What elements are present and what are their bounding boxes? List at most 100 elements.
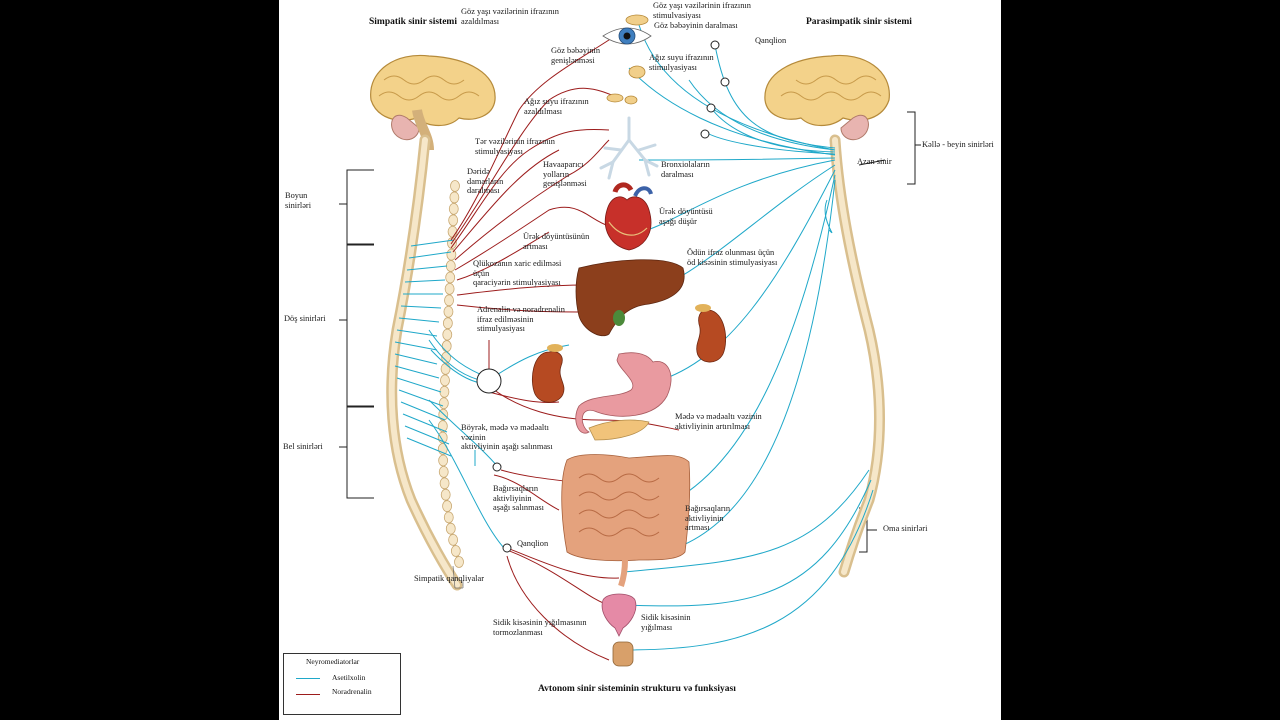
salivary-gland-2 xyxy=(606,93,624,103)
chain-ganglion-bead xyxy=(441,340,452,352)
bracket-thoracic xyxy=(346,244,374,407)
chain-ganglion-bead xyxy=(441,351,452,364)
ganglion-mid xyxy=(492,462,502,472)
right-spinal-cord-inner xyxy=(832,137,883,575)
parasympathetic-title: Parasimpatik sinir sistemi xyxy=(806,17,912,27)
salivary-gland-3 xyxy=(624,95,638,105)
label-vagus: Azan sinir xyxy=(857,157,892,166)
chain-ganglion-bead xyxy=(445,522,456,535)
chain-ganglion-bead xyxy=(454,556,464,568)
intestines xyxy=(561,454,691,587)
chain-ganglion-bead xyxy=(439,477,450,490)
brackets xyxy=(339,111,921,553)
legend-title: Neyromediatorlar xyxy=(306,657,360,666)
chain-ganglion-bead xyxy=(447,225,458,238)
label-sympathetic-ganglia: Simpatik qanqliyalar xyxy=(414,574,485,583)
bracket-lumbar xyxy=(346,406,374,499)
right-adrenal xyxy=(695,304,711,312)
label-airways-dilate: Havaaparıcı yolların genişlənməsi xyxy=(543,160,587,189)
label-kidney-stomach-reduce: Böyrək, mədə və mədəaltı vəzinin aktivli… xyxy=(461,423,553,452)
chain-ganglion-bead xyxy=(444,283,455,295)
label-cranial-nerves: Kəllə - beyin sinirləri xyxy=(922,140,994,149)
chain-ganglion-bead xyxy=(444,294,454,307)
lacrimal-gland xyxy=(625,14,649,26)
label-pupil-constrict: Göz bəbəyinin daralması xyxy=(654,21,738,30)
chain-ganglion-bead xyxy=(440,363,451,375)
label-bile: Ödün ifraz olunması üçün öd kisəsinin st… xyxy=(687,248,778,267)
reproductive-organ xyxy=(612,641,634,667)
stomach xyxy=(575,352,672,434)
label-sweat-stim: Tər vəzilərinin ifrazının stimulyasiyası xyxy=(475,137,555,156)
ganglion-eye xyxy=(710,40,720,50)
label-lumbar: Bel sinirləri xyxy=(283,442,323,451)
chain-ganglion-bead xyxy=(442,500,452,512)
label-sacral: Oma sinirləri xyxy=(883,524,928,533)
label-connectors xyxy=(452,565,464,589)
liver xyxy=(575,259,685,337)
label-eye-secretion-stim: Göz yaşı vəzilərinin ifrazının stimulvas… xyxy=(653,1,751,20)
ganglion-low xyxy=(502,543,512,553)
chain-ganglion-bead xyxy=(450,180,460,192)
pancreas xyxy=(588,419,650,441)
chain-ganglion-bead xyxy=(439,385,450,398)
right-kidney xyxy=(696,309,726,363)
left-kidney xyxy=(532,351,565,403)
chain-ganglion-bead xyxy=(448,533,459,546)
chain-ganglion-bead xyxy=(438,454,449,467)
chain-ganglion-bead xyxy=(445,260,456,272)
organs xyxy=(532,14,726,667)
chain-ganglion-bead xyxy=(445,271,456,284)
label-bladder-contract: Sidik kisəsinin yığılması xyxy=(641,613,691,632)
label-saliva-reduce: Ağız suyu ifrazının azaldılması xyxy=(524,97,589,116)
label-saliva-stim: Ağız suyu ifrazının stimulyasiyası xyxy=(649,53,714,72)
celiac-ganglion xyxy=(476,368,502,394)
chain-ganglion-bead xyxy=(440,374,450,387)
chain-ganglion-bead xyxy=(450,545,461,557)
chain-ganglion-bead xyxy=(442,317,453,330)
legend-line-noradrenaline xyxy=(296,694,320,695)
chain-ganglion-bead xyxy=(448,214,459,227)
left-adrenal xyxy=(547,344,563,352)
label-heart-rate-up: Ürək döyüntüsünün artması xyxy=(523,232,590,251)
sympathetic-chain xyxy=(437,180,464,568)
anatomy-diagram xyxy=(339,14,921,667)
label-bladder-inhibit: Sidik kisəsinin yığılmasının tormozlanma… xyxy=(493,618,587,637)
chain-ganglion-bead xyxy=(438,397,449,410)
label-intestine-increase: Bağırsaqların aktivliyinin artması xyxy=(685,504,731,533)
right-brain xyxy=(764,54,890,141)
chain-ganglion-bead xyxy=(443,511,454,524)
diagram-canvas: Simpatik sinir sistemi Parasimpatik sini… xyxy=(279,0,1001,720)
noradrenaline-pathways xyxy=(450,35,680,661)
label-intestine-reduce: Bağırsaqların aktivliyinin aşağı salınma… xyxy=(493,484,544,513)
label-heart-rate-down: Ürək döyüntüsü aşağı düşür xyxy=(659,207,713,226)
ganglia xyxy=(476,40,730,553)
label-adrenaline: Adrenalin və noradrenalin ifraz edilməsi… xyxy=(477,305,565,334)
left-spinal-cord-inner xyxy=(388,137,460,588)
bracket-cervical xyxy=(346,169,374,245)
vagus-pointer xyxy=(858,159,886,166)
chain-ganglion-bead xyxy=(443,305,454,318)
ganglion-saliva xyxy=(720,77,730,87)
label-ganglion-bottom: Qanqlion xyxy=(517,539,549,548)
label-stomach-increase: Mədə və mədəaltı vəzinin aktivliyinin ar… xyxy=(675,412,762,431)
label-pupil-dilate: Göz bəbəyinin genişlənməsi xyxy=(551,46,601,65)
chain-ganglion-bead xyxy=(448,202,459,215)
bronchial-tree xyxy=(599,116,659,180)
heart xyxy=(604,182,653,251)
chain-ganglion-bead xyxy=(442,328,453,341)
ganglion-heart-area xyxy=(706,103,716,113)
bracket-cranial xyxy=(907,111,916,185)
figure-caption: Avtonom sinir sisteminin strukturu və fu… xyxy=(538,684,736,694)
acetylcholine-pathways xyxy=(394,24,874,651)
label-glucose: Qlükozanın xaric edilməsi üçün qaraciyər… xyxy=(473,259,562,288)
chain-ganglion-bead xyxy=(449,191,460,204)
label-cervical: Boyun sinirləri xyxy=(285,191,312,210)
label-skin-vessels: Dəridə damarların daralması xyxy=(467,167,504,196)
chain-ganglion-bead xyxy=(438,465,449,478)
label-eye-secretion-reduce: Göz yaşı vəzilərinin ifrazının azaldılma… xyxy=(461,7,559,26)
legend-item-noradrenaline: Noradrenalin xyxy=(332,687,372,696)
label-bronchioles-constrict: Bronxiolaların daralması xyxy=(661,160,710,179)
legend-item-acetylcholine: Asetilxolin xyxy=(332,673,366,682)
label-thoracic: Döş sinirləri xyxy=(284,314,326,323)
sympathetic-title: Simpatik sinir sistemi xyxy=(369,17,457,27)
